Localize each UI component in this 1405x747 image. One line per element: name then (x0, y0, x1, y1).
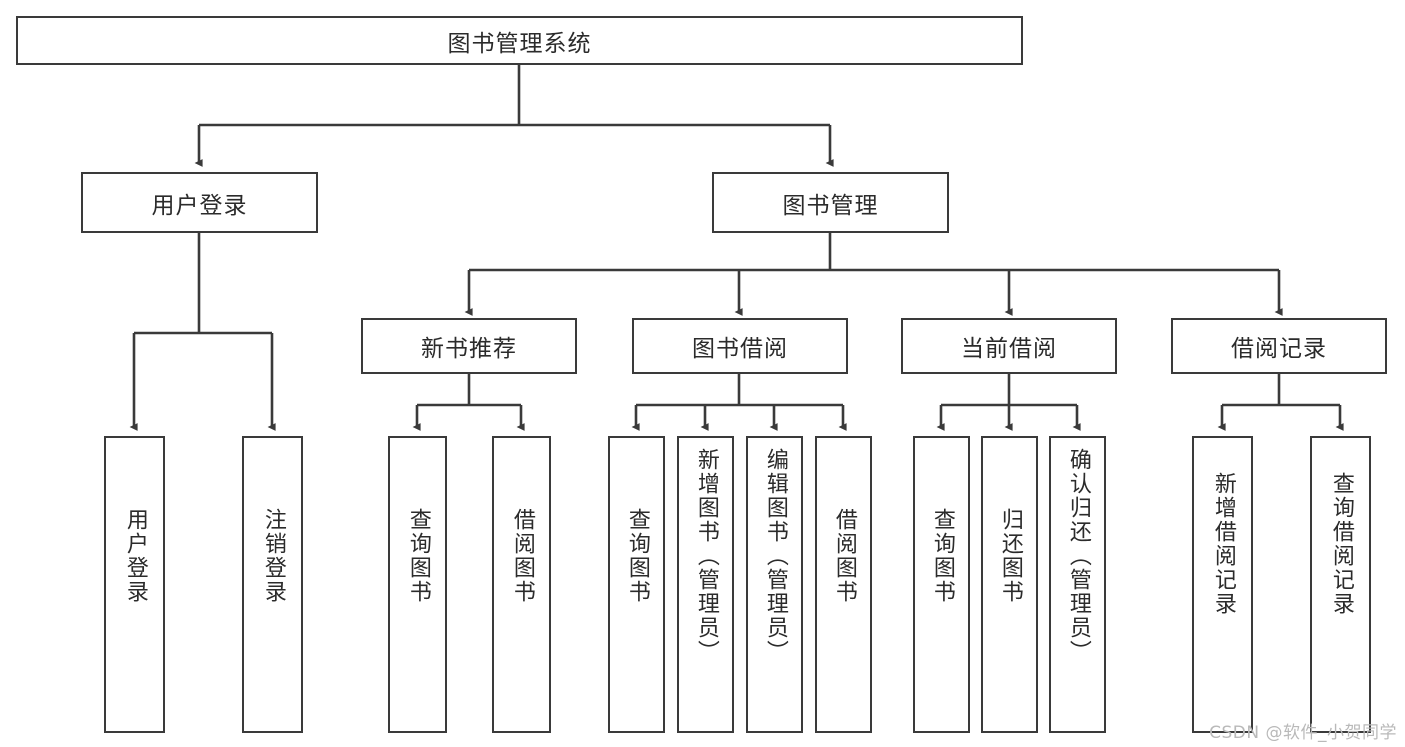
node-leaf-query-book-2[interactable]: 查询图书 (608, 436, 665, 733)
node-leaf-query-book-3[interactable]: 查询图书 (913, 436, 970, 733)
node-leaf-add-book-label: 新增图书（管理员） (693, 448, 719, 664)
node-borrow-record[interactable]: 借阅记录 (1171, 318, 1387, 374)
node-leaf-user-login[interactable]: 用户登录 (104, 436, 165, 733)
node-current-borrow[interactable]: 当前借阅 (901, 318, 1117, 374)
node-root[interactable]: 图书管理系统 (16, 16, 1023, 65)
node-leaf-add-record-label: 新增借阅记录 (1210, 472, 1236, 616)
node-leaf-borrow-book-1-label: 借阅图书 (509, 508, 535, 604)
node-leaf-add-record[interactable]: 新增借阅记录 (1192, 436, 1253, 733)
node-leaf-query-book-2-label: 查询图书 (624, 508, 650, 604)
node-leaf-add-book[interactable]: 新增图书（管理员） (677, 436, 734, 733)
node-leaf-query-record[interactable]: 查询借阅记录 (1310, 436, 1371, 733)
watermark-text: CSDN @软件_小贺同学 (1209, 723, 1397, 743)
node-new-book-rec-label: 新书推荐 (421, 336, 517, 362)
node-user-login[interactable]: 用户登录 (81, 172, 318, 233)
node-new-book-rec[interactable]: 新书推荐 (361, 318, 577, 374)
node-leaf-confirm-return-label: 确认归还（管理员） (1065, 448, 1091, 664)
node-leaf-logout-label: 注销登录 (260, 508, 286, 604)
node-leaf-user-login-label: 用户登录 (122, 508, 148, 604)
node-leaf-borrow-book-2-label: 借阅图书 (831, 508, 857, 604)
node-root-label: 图书管理系统 (447, 30, 592, 57)
node-leaf-return-book-label: 归还图书 (997, 508, 1023, 604)
node-leaf-edit-book-label: 编辑图书（管理员） (762, 448, 788, 664)
node-leaf-query-book-1-label: 查询图书 (405, 508, 431, 604)
node-book-manage-label: 图书管理 (782, 192, 879, 219)
node-leaf-return-book[interactable]: 归还图书 (981, 436, 1038, 733)
node-leaf-query-book-3-label: 查询图书 (929, 508, 955, 604)
node-leaf-borrow-book-2[interactable]: 借阅图书 (815, 436, 872, 733)
node-book-manage[interactable]: 图书管理 (712, 172, 949, 233)
node-book-borrow-label: 图书借阅 (692, 336, 788, 362)
node-book-borrow[interactable]: 图书借阅 (632, 318, 848, 374)
node-leaf-borrow-book-1[interactable]: 借阅图书 (492, 436, 551, 733)
node-current-borrow-label: 当前借阅 (961, 336, 1057, 362)
node-leaf-logout[interactable]: 注销登录 (242, 436, 303, 733)
node-borrow-record-label: 借阅记录 (1231, 336, 1327, 362)
node-user-login-label: 用户登录 (151, 192, 248, 219)
node-leaf-query-book-1[interactable]: 查询图书 (388, 436, 447, 733)
node-leaf-edit-book[interactable]: 编辑图书（管理员） (746, 436, 803, 733)
node-leaf-query-record-label: 查询借阅记录 (1328, 472, 1354, 616)
node-leaf-confirm-return[interactable]: 确认归还（管理员） (1049, 436, 1106, 733)
